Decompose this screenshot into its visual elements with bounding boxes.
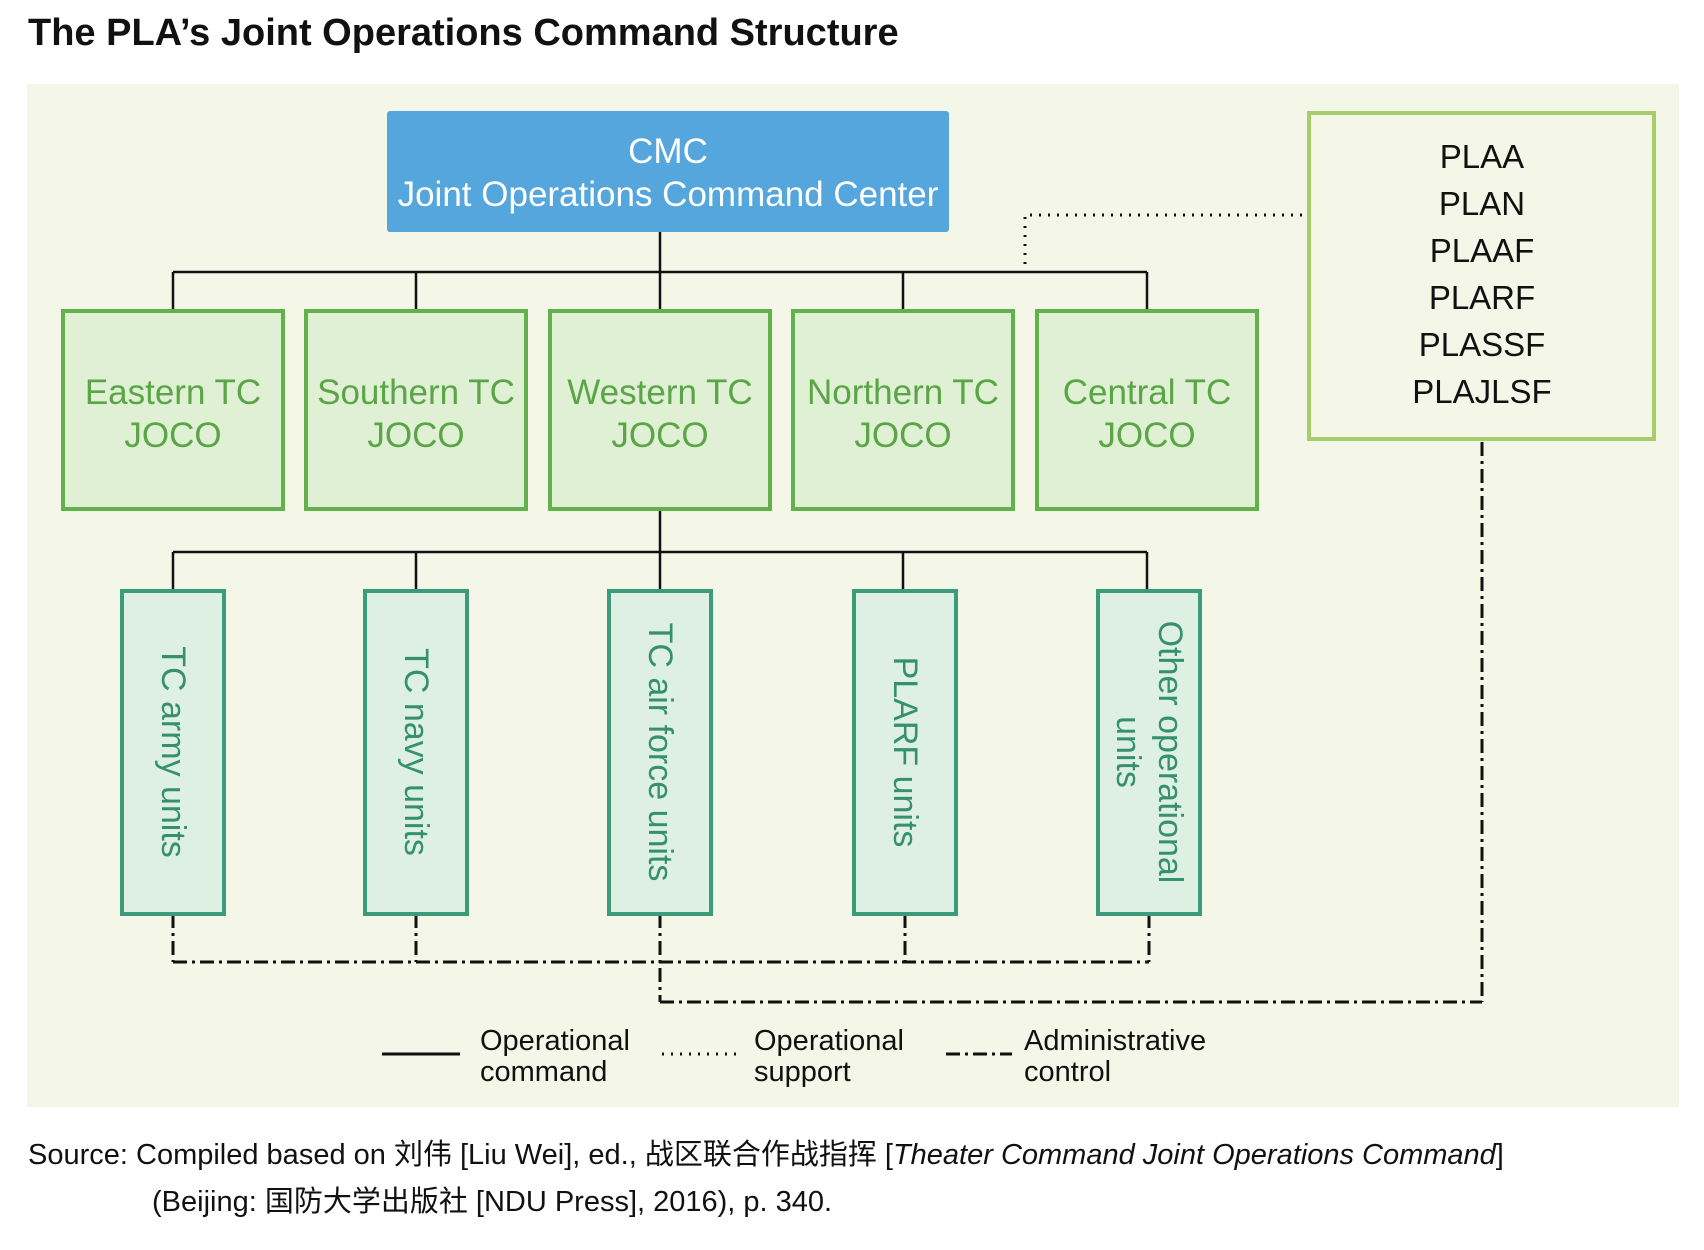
- service-label-plassf: PLASSF: [1419, 326, 1546, 363]
- unit-label: TC army units: [154, 646, 192, 858]
- administrative-control-lines: [171, 442, 1484, 1004]
- unit-label: TC navy units: [397, 648, 435, 856]
- diagram-title: The PLA’s Joint Operations Command Struc…: [28, 12, 899, 54]
- source-line2: (Beijing: 国防大学出版社 [NDU Press], 2016), p.…: [152, 1186, 833, 1218]
- theater-name: Southern TC: [317, 373, 515, 412]
- unit-box-frame: [120, 589, 226, 916]
- cmc-box: CMC Joint Operations Command Center: [387, 111, 949, 232]
- service-label-plaa: PLAA: [1440, 138, 1524, 175]
- theater-boxes: Eastern TC JOCO Southern TC JOCO Western TC J…: [61, 309, 1259, 511]
- services-box: PLAA PLAN PLAAF PLARF PLASSF PLAJLSF: [1307, 111, 1656, 441]
- unit-label: Other operational: [1151, 621, 1189, 884]
- unit-label: TC air force units: [641, 623, 679, 882]
- service-label-plan: PLAN: [1439, 185, 1525, 222]
- service-label-plarf: PLARF: [1429, 279, 1535, 316]
- unit-box-0: TC army units: [120, 589, 226, 916]
- theater-sub: JOCO: [367, 416, 464, 455]
- theater-name: Western TC: [567, 373, 752, 412]
- unit-box-frame: [852, 589, 958, 916]
- source-suffix: ]: [1495, 1139, 1504, 1171]
- theater-box-frame: [1035, 309, 1259, 511]
- theater-sub: JOCO: [1098, 416, 1195, 455]
- theater-box-frame: [548, 309, 772, 511]
- unit-box-3: PLARF units: [852, 589, 958, 916]
- theater-sub: JOCO: [124, 416, 221, 455]
- theater-name: Eastern TC: [85, 373, 261, 412]
- service-label-plajlsf: PLAJLSF: [1412, 373, 1551, 410]
- operational-support-line: [1023, 213, 1305, 264]
- theater-box-2: Western TC JOCO: [548, 309, 772, 511]
- source-note: Source: Compiled based on 刘伟 [Liu Wei], …: [28, 1132, 1504, 1226]
- theater-name: Central TC: [1063, 373, 1232, 412]
- legend-administrative-control-1: Administrative: [1024, 1025, 1206, 1057]
- theater-box-4: Central TC JOCO: [1035, 309, 1259, 511]
- theater-box-0: Eastern TC JOCO: [61, 309, 285, 511]
- theater-box-3: Northern TC JOCO: [791, 309, 1015, 511]
- cmc-line1: CMC: [628, 132, 708, 171]
- unit-box-frame: [607, 589, 713, 916]
- unit-box-1: TC navy units: [363, 589, 469, 916]
- legend-administrative-control-2: control: [1024, 1056, 1111, 1088]
- theater-name: Northern TC: [807, 373, 999, 412]
- unit-box-2: TC air force units: [607, 589, 713, 916]
- source-prefix: Source: Compiled based on 刘伟 [Liu Wei], …: [28, 1139, 893, 1171]
- unit-boxes: TC army units TC navy units TC air force u…: [120, 589, 1202, 916]
- legend-operational-command-1: Operational: [480, 1025, 630, 1057]
- unit-label: PLARF units: [886, 657, 924, 848]
- cmc-line2: Joint Operations Command Center: [398, 175, 939, 214]
- theater-sub: JOCO: [854, 416, 951, 455]
- unit-box-frame: [363, 589, 469, 916]
- operational-command-lines: [171, 232, 1149, 591]
- theater-box-1: Southern TC JOCO: [304, 309, 528, 511]
- theater-box-frame: [61, 309, 285, 511]
- unit-box-frame: [1096, 589, 1202, 916]
- source-italic-title: Theater Command Joint Operations Command: [892, 1139, 1496, 1171]
- legend: Operational command Operational support …: [382, 1025, 1206, 1088]
- theater-sub: JOCO: [611, 416, 708, 455]
- legend-operational-support-1: Operational: [754, 1025, 904, 1057]
- service-label-plaaf: PLAAF: [1430, 232, 1535, 269]
- theater-box-frame: [304, 309, 528, 511]
- legend-operational-support-2: support: [754, 1056, 851, 1088]
- unit-label: units: [1109, 716, 1147, 788]
- theater-box-frame: [791, 309, 1015, 511]
- legend-operational-command-2: command: [480, 1056, 607, 1088]
